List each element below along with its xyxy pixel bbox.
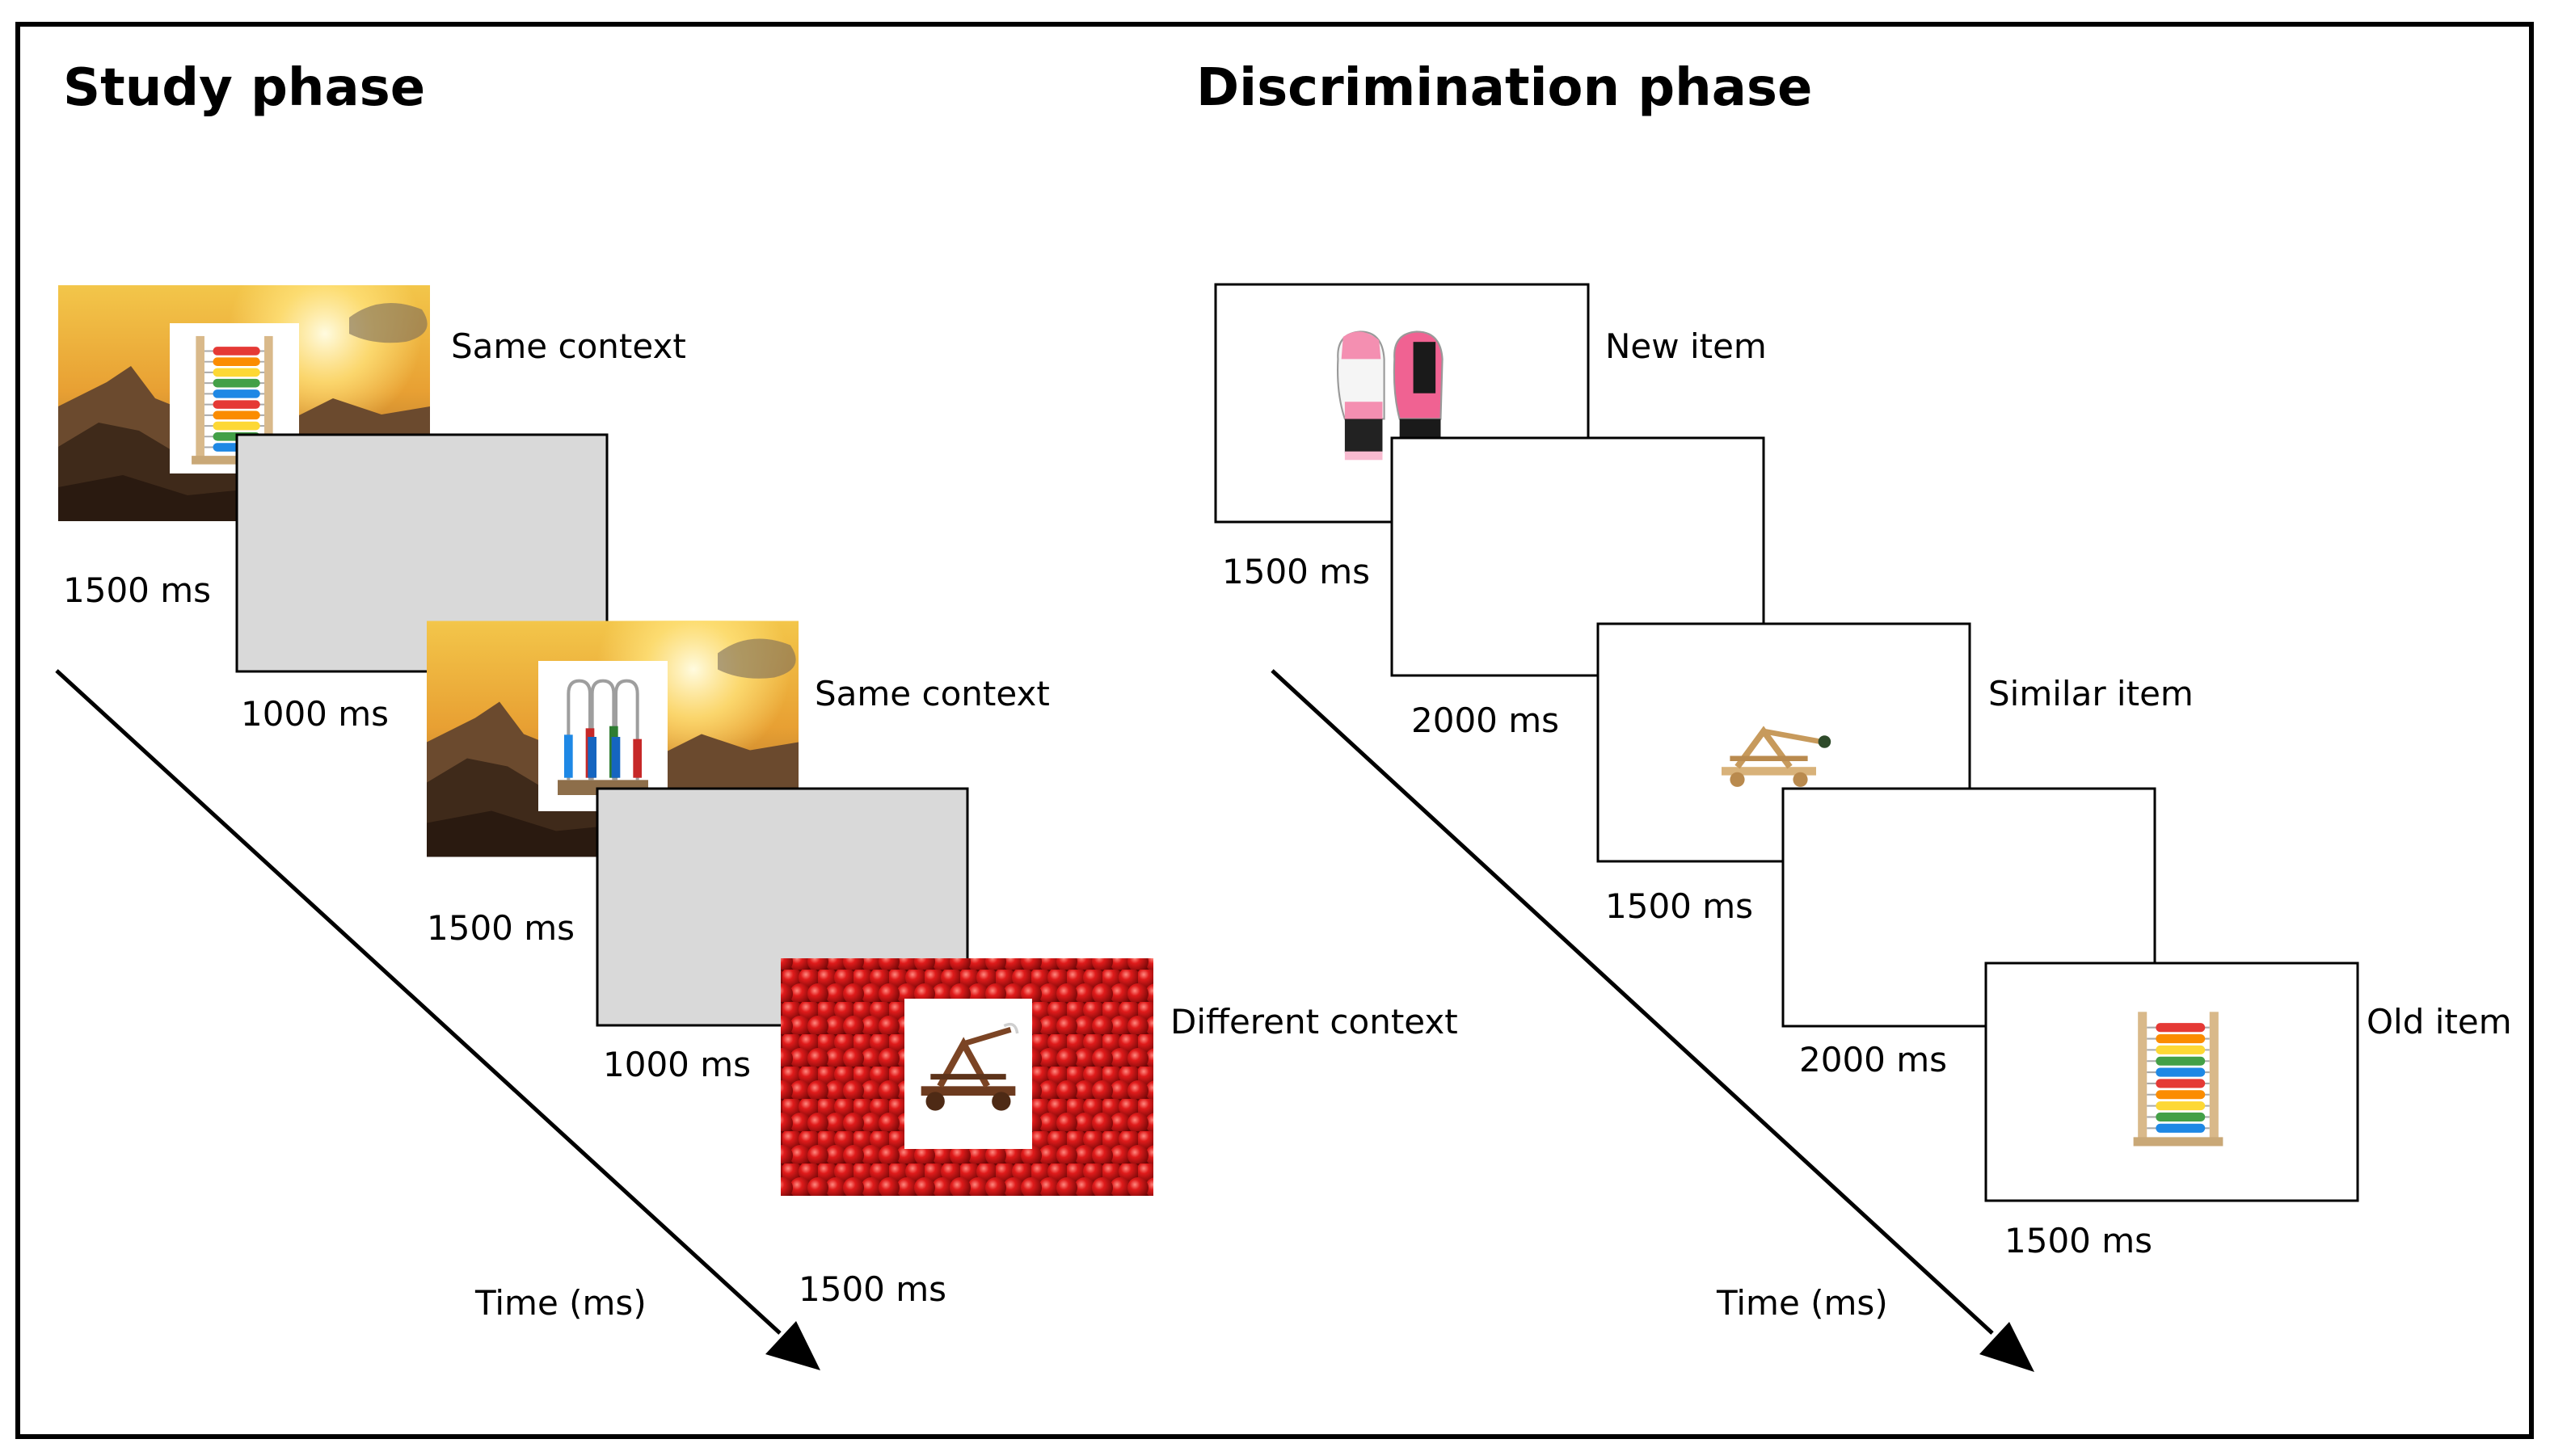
study-duration-1: 1500 ms [63,570,211,610]
discrimination-duration-4: 2000 ms [1799,1040,1947,1079]
study-label-1: Same context [451,326,686,366]
discrimination-time-axis-label: Time (ms) [1716,1283,1888,1323]
discrimination-duration-3: 1500 ms [1605,886,1753,926]
study-frame-2 [427,621,799,857]
study-duration-2: 1000 ms [241,694,389,734]
discrimination-label-1: New item [1605,326,1767,366]
study-phase-title: Study phase [63,58,425,118]
discrimination-frame-3 [1984,962,2359,1202]
study-duration-4: 1000 ms [603,1045,751,1084]
study-duration-3: 1500 ms [427,908,575,948]
discrimination-duration-5: 1500 ms [2004,1221,2152,1260]
discrimination-duration-2: 2000 ms [1411,701,1559,740]
study-label-2: Same context [815,674,1050,713]
study-time-axis-label: Time (ms) [474,1283,647,1323]
discrimination-time-arrow [1271,669,2034,1372]
study-duration-5: 1500 ms [799,1269,946,1309]
study-time-arrow [55,669,820,1370]
discrimination-duration-1: 1500 ms [1222,552,1370,591]
discrimination-phase-title: Discrimination phase [1196,58,1812,118]
discrimination-label-3: Old item [2367,1002,2512,1042]
figure-border [15,22,2534,1439]
study-label-3: Different context [1170,1002,1458,1042]
discrimination-label-2: Similar item [1988,674,2194,713]
study-frame-3 [781,958,1153,1196]
